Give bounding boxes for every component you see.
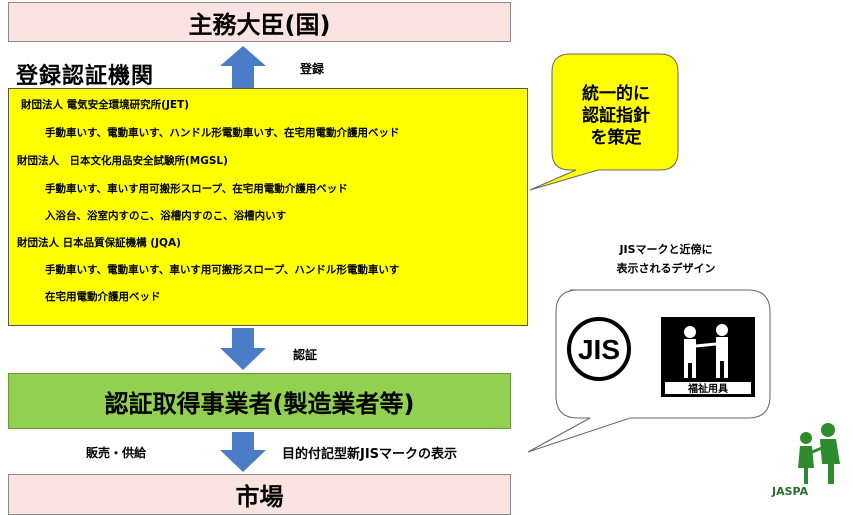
bubble-line: 統一的に bbox=[582, 84, 650, 104]
org-heading: 登録認証機関 bbox=[16, 64, 155, 89]
sales-label: 販売・供給 bbox=[86, 446, 147, 460]
mark-label: 目的付記型新JISマークの表示 bbox=[282, 447, 458, 462]
org-name: 財団法人 電気安全環境研究所(JET) bbox=[21, 99, 189, 111]
market-label: 市場 bbox=[235, 483, 284, 511]
bubble-text: 統一的に 認証指針 を策定 bbox=[556, 60, 676, 172]
organizations-box: 財団法人 電気安全環境研究所(JET) 手動車いす、電動車いす、ハンドル形電動車… bbox=[8, 88, 528, 326]
registration-label: 登録 bbox=[300, 62, 325, 76]
certification-label: 認証 bbox=[293, 348, 318, 362]
jis-caption-line: 表示されるデザイン bbox=[616, 262, 716, 275]
jaspa-logo-icon bbox=[798, 423, 840, 484]
org-name: 財団法人 日本文化用品安全試験所(MGSL) bbox=[17, 155, 228, 167]
org-products: 入浴台、浴室内すのこ、浴槽内すのこ、浴槽内いす bbox=[45, 210, 287, 222]
bubble-line: を策定 bbox=[590, 128, 642, 148]
jis-logo-icon: JIS bbox=[567, 317, 631, 381]
arrow-up-icon bbox=[220, 46, 266, 92]
arrow-down-icon bbox=[220, 328, 266, 370]
callout-bubble bbox=[529, 53, 679, 191]
jis-caption-line: JISマークと近傍に bbox=[619, 243, 713, 256]
org-products: 手動車いす、電動車いす、車いす用可搬形スロープ、ハンドル形電動車いす bbox=[45, 264, 400, 276]
jis-logo-text: JIS bbox=[578, 334, 620, 365]
arrow-down-icon bbox=[220, 432, 266, 472]
welfare-equipment-icon: 福祉用具 bbox=[661, 317, 755, 397]
org-name: 財団法人 日本品質保証機構 (JQA) bbox=[17, 237, 181, 249]
jis-caption: JISマークと近傍に 表示されるデザイン bbox=[596, 240, 736, 278]
bubble-line: 認証指針 bbox=[582, 106, 650, 126]
org-products: 手動車いす、電動車いす、ハンドル形電動車いす、在宅用電動介護用ベッド bbox=[45, 127, 400, 139]
certified-business-box: 認証取得事業者(製造業者等) bbox=[8, 373, 511, 429]
ministry-box: 主務大臣(国) bbox=[8, 2, 511, 42]
org-products: 在宅用電動介護用ベッド bbox=[45, 291, 161, 303]
welfare-text: 福祉用具 bbox=[687, 382, 728, 395]
org-products: 手動車いす、車いす用可搬形スロープ、在宅用電動介護用ベッド bbox=[45, 183, 348, 195]
jaspa-logo-text: JASPA bbox=[772, 485, 809, 498]
market-box: 市場 bbox=[8, 474, 511, 515]
ministry-label: 主務大臣(国) bbox=[188, 10, 331, 39]
certified-business-label: 認証取得事業者(製造業者等) bbox=[104, 389, 415, 418]
